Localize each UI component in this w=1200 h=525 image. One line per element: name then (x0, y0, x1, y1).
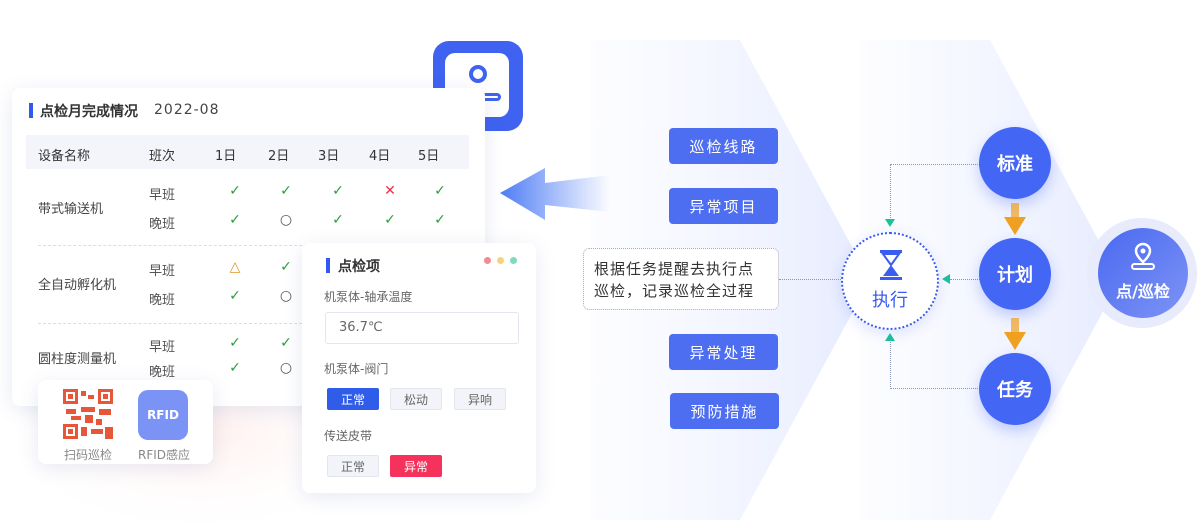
shift-label: 早班 (149, 340, 176, 355)
valve-normal-button[interactable]: 正常 (327, 388, 379, 410)
status-mark: ○ (279, 212, 293, 228)
execute-label: 执行 (872, 290, 908, 311)
status-mark: ✓ (229, 288, 241, 304)
status-mark: ✓ (280, 259, 292, 275)
shift-label: 早班 (149, 188, 176, 203)
hourglass-icon (880, 250, 902, 280)
col-shift: 班次 (149, 149, 176, 164)
rfid-icon: RFID (138, 390, 188, 440)
status-mark: ✓ (229, 360, 241, 376)
status-mark: ✓ (280, 183, 292, 199)
shift-label: 晚班 (149, 293, 176, 308)
temperature-value: 36.7℃ (339, 320, 383, 335)
status-mark: ✕ (384, 183, 396, 199)
col-day2: 2日 (268, 149, 290, 164)
status-mark: ○ (279, 360, 293, 376)
rfid-icon-text: RFID (147, 408, 179, 422)
col-day5: 5日 (418, 149, 440, 164)
step-plan[interactable]: 计划 (979, 238, 1051, 310)
shift-label: 晚班 (149, 365, 176, 380)
device-name: 圆柱度测量机 (38, 352, 117, 367)
description-text: 根据任务提醒去执行点巡检，记录巡检全过程 (594, 260, 755, 300)
status-mark: ✓ (229, 183, 241, 199)
left-arrow (500, 168, 610, 220)
qr-label: 扫码巡检 (64, 448, 113, 462)
status-mark: ✓ (332, 212, 344, 228)
window-dots (484, 257, 517, 264)
description-box: 根据任务提醒去执行点巡检，记录巡检全过程 (583, 248, 779, 310)
status-mark: ✓ (434, 183, 446, 199)
item1-label: 机泵体-轴承温度 (324, 290, 413, 304)
valve-noise-button[interactable]: 异响 (454, 388, 506, 410)
month-label: 2022-08 (154, 102, 220, 118)
col-day1: 1日 (215, 149, 237, 164)
hub-label: 点/巡检 (1116, 282, 1170, 301)
status-mark: △ (229, 259, 241, 275)
status-mark: ✓ (229, 212, 241, 228)
belt-normal-button[interactable]: 正常 (327, 455, 379, 477)
shift-label: 早班 (149, 264, 176, 279)
arrowhead-up (885, 333, 895, 341)
hub-node[interactable]: 点/巡检 (1098, 228, 1188, 318)
status-mark: ✓ (384, 212, 396, 228)
valve-loose-button[interactable]: 松动 (390, 388, 442, 410)
shift-label: 晚班 (149, 217, 176, 232)
status-mark: ✓ (434, 212, 446, 228)
location-pin-icon (1131, 242, 1155, 270)
step-standard[interactable]: 标准 (979, 127, 1051, 199)
item3-label: 传送皮带 (324, 429, 373, 443)
status-mark: ✓ (280, 335, 292, 351)
status-mark: ○ (279, 288, 293, 304)
col-day4: 4日 (369, 149, 391, 164)
execute-node[interactable]: 执行 (841, 232, 939, 330)
col-day3: 3日 (318, 149, 340, 164)
device-name: 带式输送机 (38, 202, 104, 217)
arrow-down-icon (1004, 203, 1026, 235)
status-mark: ✓ (229, 335, 241, 351)
check-items-card: 点检项 机泵体-轴承温度 36.7℃ 机泵体-阀门 正常 松动 异响 传送皮带 … (302, 243, 536, 493)
abnormal-handling-button[interactable]: 异常处理 (669, 334, 778, 370)
card-title: 点检月完成情况 (40, 104, 138, 120)
arrowhead-left (942, 274, 950, 284)
status-mark: ✓ (332, 183, 344, 199)
temperature-input[interactable]: 36.7℃ (325, 312, 519, 344)
item2-label: 机泵体-阀门 (324, 362, 389, 376)
patrol-route-button[interactable]: 巡检线路 (669, 128, 778, 164)
belt-abnormal-button[interactable]: 异常 (390, 455, 442, 477)
arrowhead-down (885, 219, 895, 227)
qr-code-icon (63, 389, 113, 439)
scan-methods-card: 扫码巡检 RFID RFID感应 (38, 380, 213, 464)
col-device: 设备名称 (38, 149, 91, 164)
abnormal-items-button[interactable]: 异常项目 (669, 188, 778, 224)
prevention-button[interactable]: 预防措施 (670, 393, 779, 429)
arrow-down-icon (1004, 318, 1026, 350)
step-task[interactable]: 任务 (979, 353, 1051, 425)
table-header (26, 135, 469, 169)
device-name: 全自动孵化机 (38, 278, 117, 293)
rfid-label: RFID感应 (138, 448, 191, 462)
check-title: 点检项 (338, 259, 380, 275)
